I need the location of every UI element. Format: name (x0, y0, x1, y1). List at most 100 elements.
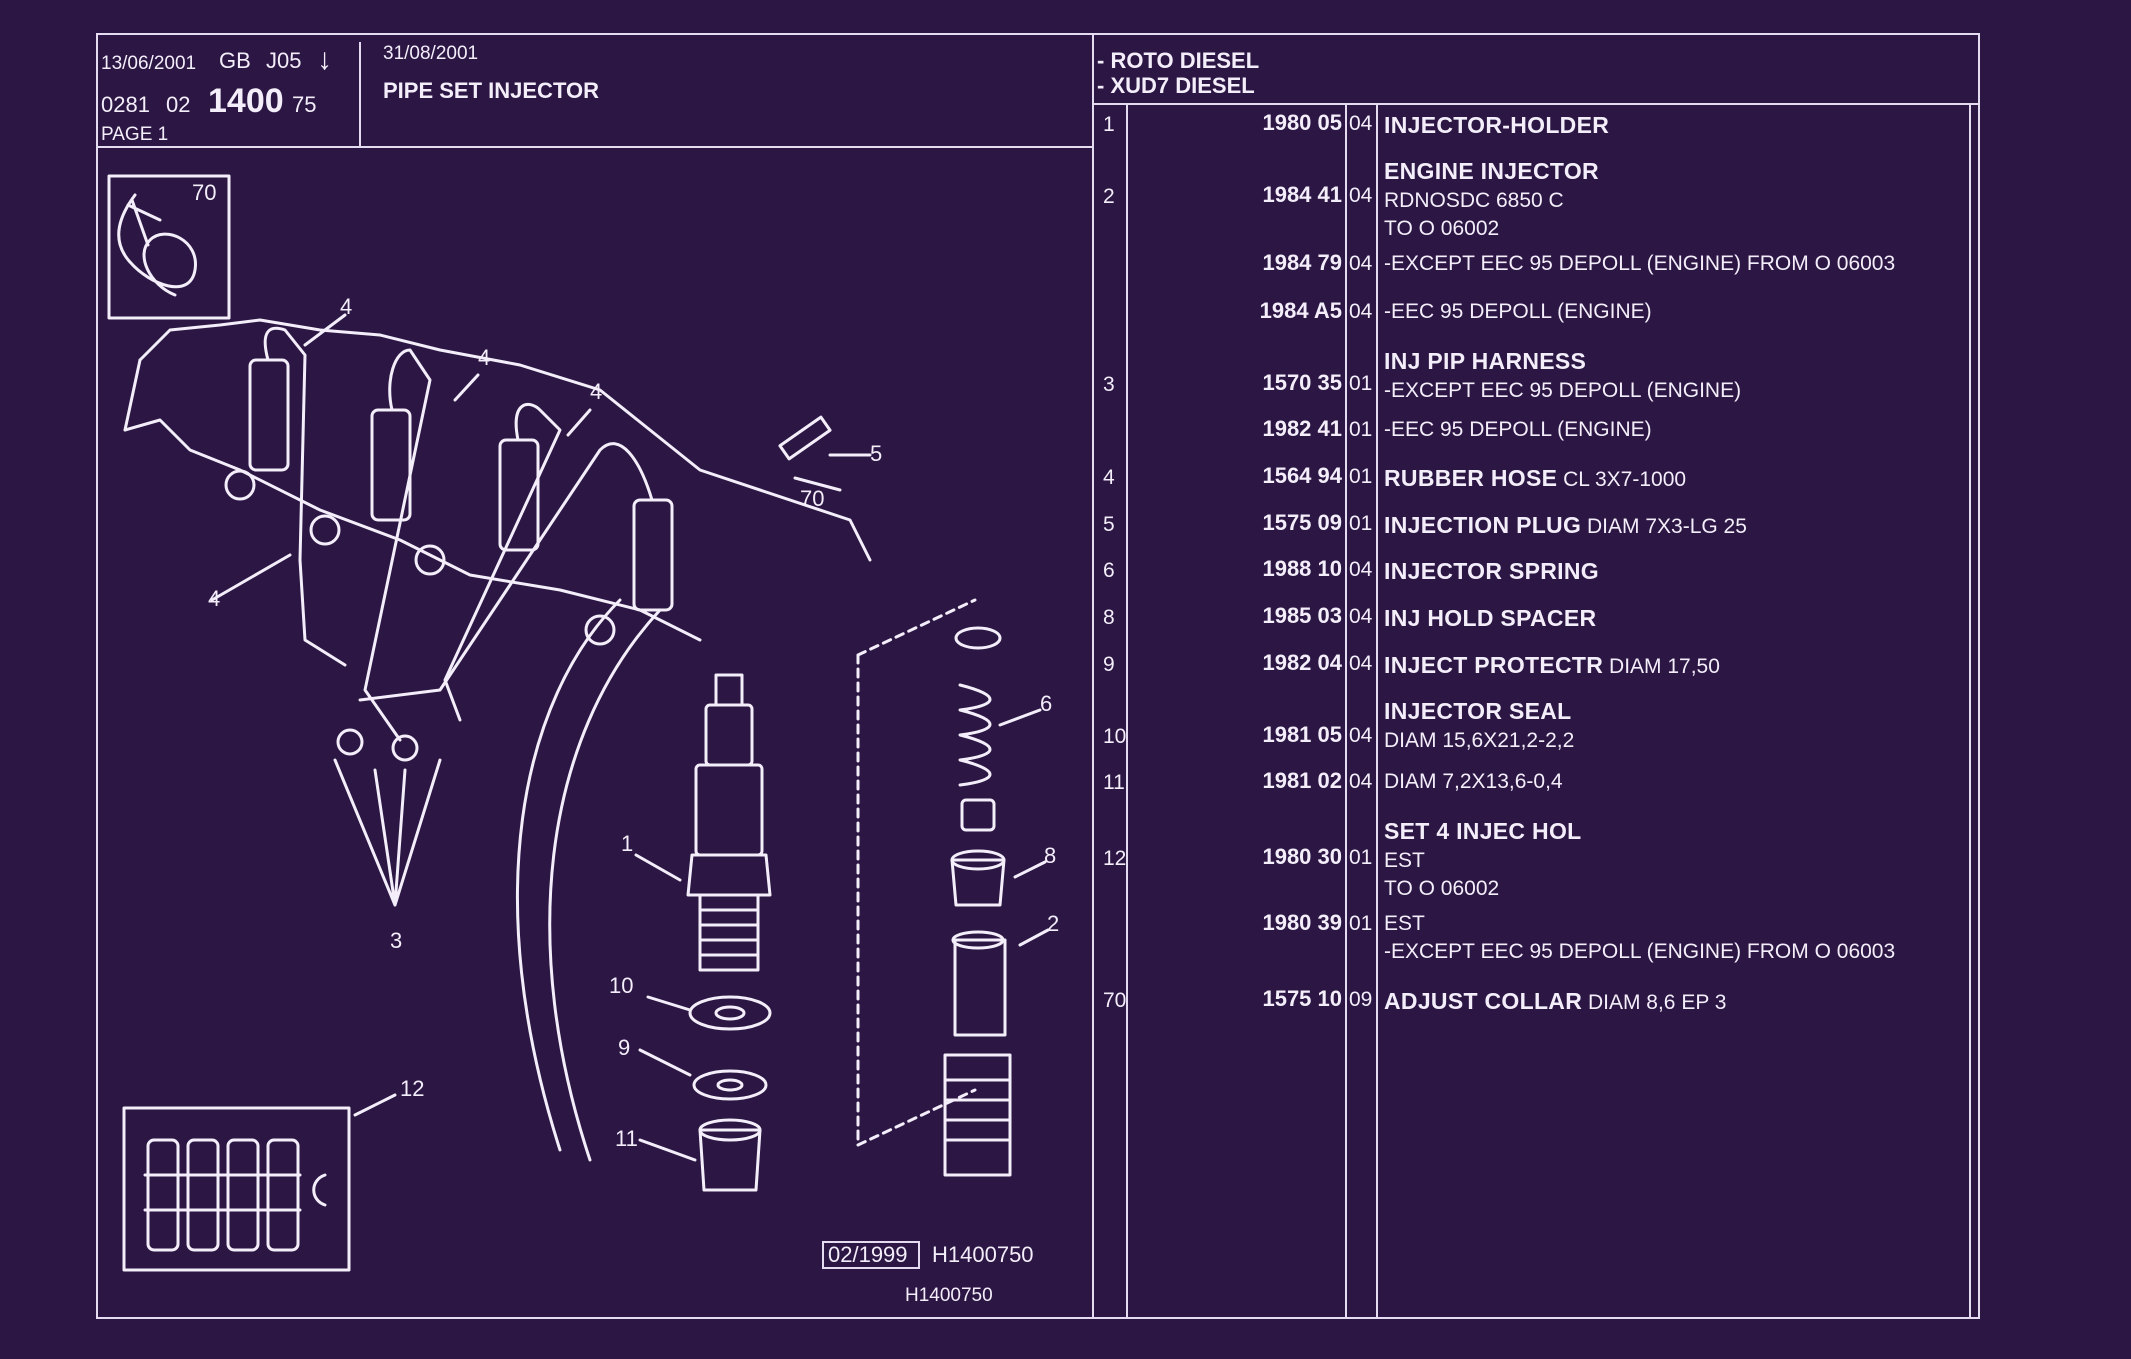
callout-9: 9 (618, 1035, 631, 1060)
part-reference: 1981 05 (1262, 722, 1342, 747)
part-label: SET 4 INJEC HOL (1384, 818, 1582, 844)
ref-group: 02 (166, 92, 191, 117)
description-line: DIAM 7,2X13,6-0,4 (1384, 770, 1563, 794)
part-description: INJECT PROTECTR DIAM 17,50 (1384, 652, 1720, 683)
part-detail: DIAM 8,6 EP 3 (1582, 991, 1727, 1014)
part-reference: 1575 10 (1262, 986, 1342, 1011)
part-description: INJ PIP HARNESS -EXCEPT EEC 95 DEPOLL (EN… (1384, 348, 1741, 407)
part-quantity: 01 (1349, 846, 1373, 869)
part-detail: EST (1384, 912, 1425, 935)
part-quantity: 04 (1349, 724, 1373, 747)
part-reference: 1988 10 (1262, 556, 1342, 581)
part-index: 8 (1103, 606, 1115, 629)
callout-5: 5 (870, 441, 883, 466)
part-description: EST -EXCEPT EEC 95 DEPOLL (ENGINE) FROM O… (1384, 912, 1895, 968)
header-divider-1 (359, 42, 361, 148)
part-reference: 1981 02 (1262, 768, 1342, 793)
description-line: -EXCEPT EEC 95 DEPOLL (ENGINE) FROM O 06… (1384, 252, 1895, 276)
callout-8: 8 (1044, 843, 1057, 868)
part-label: INJ HOLD SPACER (1384, 605, 1597, 631)
header-bottom-line (96, 146, 1092, 148)
part-quantity: 01 (1349, 465, 1373, 488)
part-description: -EXCEPT EEC 95 DEPOLL (ENGINE) FROM O 06… (1384, 252, 1895, 280)
part-label: RUBBER HOSE (1384, 465, 1558, 491)
part-index: 2 (1103, 185, 1115, 208)
section-code: J05 (266, 48, 302, 73)
part-label: INJECT PROTECTR (1384, 652, 1604, 678)
part-index: 3 (1103, 373, 1115, 396)
callout-10: 10 (609, 973, 634, 998)
part-reference: 1980 30 (1262, 844, 1342, 869)
ref-suffix: 75 (292, 92, 317, 117)
ref-prefix: 0281 (101, 92, 150, 117)
callout-11: 11 (615, 1126, 638, 1151)
part-index: 9 (1103, 653, 1115, 676)
part-detail: -EEC 95 DEPOLL (ENGINE) (1384, 300, 1652, 323)
update-date: 31/08/2001 (383, 43, 479, 64)
description-line: INJ PIP HARNESS (1384, 348, 1741, 375)
part-description: SET 4 INJEC HOL EST TO O 06002 (1384, 818, 1581, 905)
part-reference: 1984 A5 (1259, 298, 1342, 323)
part-detail: EST (1384, 849, 1425, 872)
part-description: RUBBER HOSE CL 3X7-1000 (1384, 465, 1686, 496)
part-index: 12 (1103, 847, 1127, 870)
callout-4b: 4 (478, 345, 491, 370)
part-detail: DIAM 17,50 (1603, 655, 1720, 678)
part-description: INJ HOLD SPACER (1384, 605, 1596, 636)
part-index: 70 (1103, 989, 1127, 1012)
table-header-line (1092, 103, 1980, 105)
exploded-drawing (107, 174, 1050, 1272)
part-detail: DIAM 7X3-LG 25 (1581, 515, 1747, 538)
part-quantity: 04 (1349, 770, 1373, 793)
model-2: - XUD7 DIESEL (1097, 73, 1255, 98)
drawing-date-box (822, 1241, 920, 1269)
description-line: EST (1384, 912, 1895, 936)
description-line: -EEC 95 DEPOLL (ENGINE) (1384, 300, 1652, 324)
callout-6: 6 (1040, 691, 1053, 716)
description-line: SET 4 INJEC HOL (1384, 818, 1581, 845)
part-description: INJECTION PLUG DIAM 7X3-LG 25 (1384, 512, 1747, 543)
part-quantity: 01 (1349, 912, 1373, 935)
part-label: INJECTOR-HOLDER (1384, 112, 1610, 138)
part-label: INJECTOR SEAL (1384, 698, 1572, 724)
callout-4d: 4 (208, 586, 221, 611)
part-detail: -EXCEPT EEC 95 DEPOLL (ENGINE) FROM O 06… (1384, 252, 1896, 275)
part-quantity: 01 (1349, 418, 1373, 441)
part-detail: TO O 06002 (1384, 217, 1500, 240)
description-line: -EXCEPT EEC 95 DEPOLL (ENGINE) FROM O 06… (1384, 940, 1895, 964)
part-quantity: 04 (1349, 605, 1373, 628)
callout-70-inset: 70 (192, 180, 217, 205)
drawing-date: 02/1999 (828, 1242, 908, 1267)
part-detail: CL 3X7-1000 (1557, 468, 1687, 491)
part-detail: -EXCEPT EEC 95 DEPOLL (ENGINE) (1384, 379, 1742, 402)
part-quantity: 04 (1349, 652, 1373, 675)
description-line: ADJUST COLLAR DIAM 8,6 EP 3 (1384, 988, 1726, 1015)
description-line: TO O 06002 (1384, 877, 1581, 901)
down-arrow-icon: ↓ (317, 43, 332, 76)
page-title: PIPE SET INJECTOR (383, 78, 599, 103)
part-detail: -EEC 95 DEPOLL (ENGINE) (1384, 418, 1652, 441)
callout-1: 1 (621, 831, 634, 856)
table-col-idx (1126, 103, 1128, 1319)
table-col-end (1969, 103, 1971, 1319)
part-label: INJECTION PLUG (1384, 512, 1582, 538)
part-reference: 1980 39 (1262, 910, 1342, 935)
description-line: INJECTION PLUG DIAM 7X3-LG 25 (1384, 512, 1747, 539)
part-reference: 1982 41 (1262, 416, 1342, 441)
part-label: ADJUST COLLAR (1384, 988, 1583, 1014)
model-1: - ROTO DIESEL (1097, 48, 1260, 73)
part-reference: 1570 35 (1262, 370, 1342, 395)
callout-2: 2 (1047, 911, 1060, 936)
part-detail: TO O 06002 (1384, 877, 1500, 900)
description-line: INJECTOR-HOLDER (1384, 112, 1609, 139)
part-quantity: 09 (1349, 988, 1373, 1011)
part-reference: 1985 03 (1262, 603, 1342, 628)
callout-4c: 4 (590, 379, 603, 404)
part-label: ENGINE INJECTOR (1384, 158, 1599, 184)
part-description: INJECTOR SPRING (1384, 558, 1599, 589)
description-line: DIAM 15,6X21,2-2,2 (1384, 729, 1574, 753)
part-quantity: 04 (1349, 252, 1373, 275)
drawing-ref-bottom: H1400750 (905, 1285, 993, 1306)
description-line: EST (1384, 849, 1581, 873)
part-reference: 1564 94 (1262, 463, 1342, 488)
